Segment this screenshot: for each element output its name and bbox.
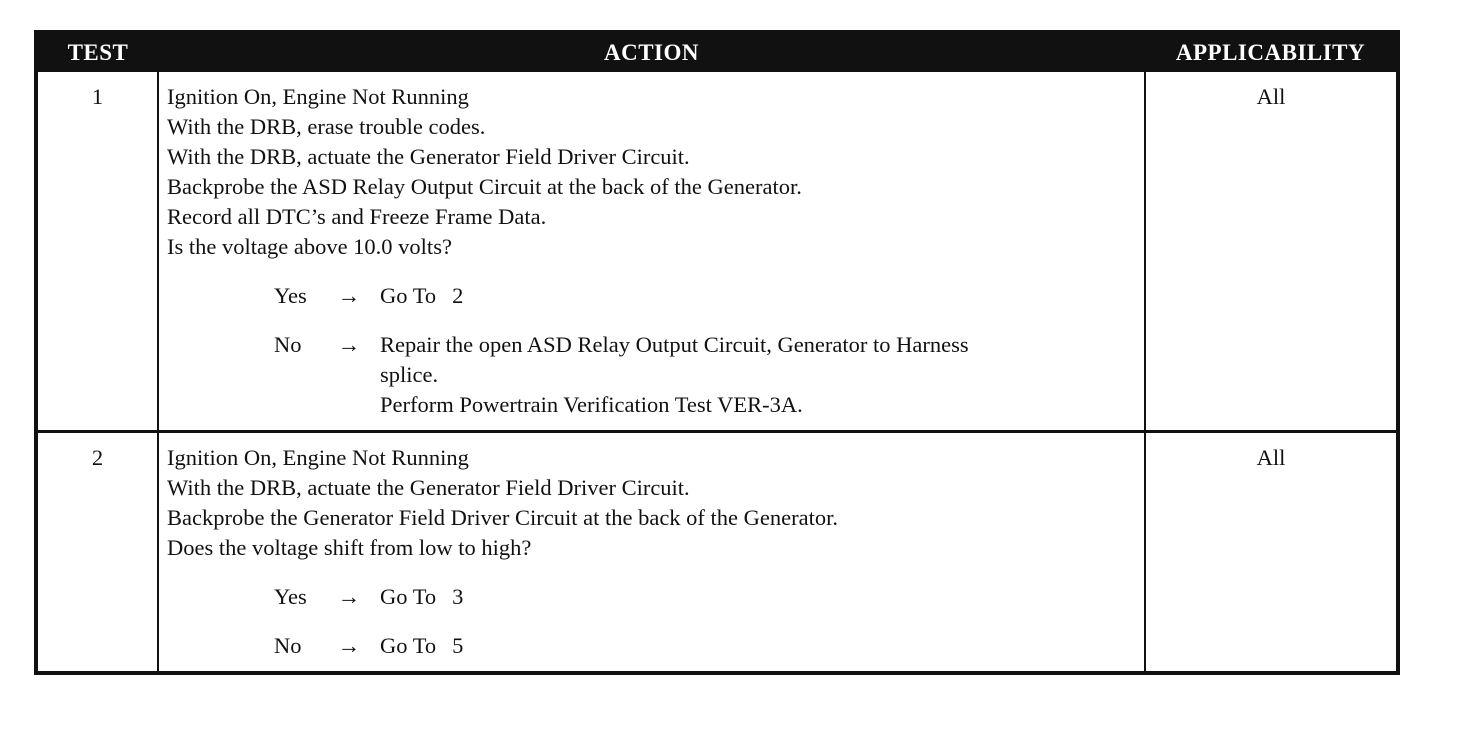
goto-test-number: 5 <box>452 633 464 658</box>
table-row-test-1: 1 Ignition On, Engine Not Running With t… <box>38 72 1396 433</box>
no-result: Go To 5 <box>380 631 1138 661</box>
no-label: No <box>274 332 302 357</box>
right-arrow-icon: → <box>337 332 361 357</box>
header-action: ACTION <box>158 34 1145 72</box>
action-cell: Ignition On, Engine Not Running With the… <box>158 72 1146 433</box>
applicability-value: All <box>1145 72 1396 433</box>
right-arrow-icon: → <box>337 633 361 658</box>
right-arrow-icon: → <box>337 283 361 308</box>
action-step: Record all DTC’s and Freeze Frame Data. <box>167 204 547 229</box>
no-label: No <box>274 633 302 658</box>
repair-instruction: splice. <box>380 362 439 387</box>
header-row: TEST ACTION APPLICABILITY <box>38 34 1396 72</box>
action-step: Ignition On, Engine Not Running <box>167 445 469 470</box>
yes-branch: Yes → Go To 2 <box>274 281 1138 311</box>
yes-result: Go To 2 <box>380 281 1138 311</box>
yes-label: Yes <box>274 584 307 609</box>
goto-test-number: 2 <box>452 283 464 308</box>
test-number: 1 <box>38 72 159 433</box>
action-cell: Ignition On, Engine Not Running With the… <box>158 431 1146 671</box>
action-question: Does the voltage shift from low to high? <box>167 535 532 560</box>
action-step: Backprobe the ASD Relay Output Circuit a… <box>167 174 802 199</box>
action-question: Is the voltage above 10.0 volts? <box>167 234 452 259</box>
yes-label: Yes <box>274 283 307 308</box>
action-step: Backprobe the Generator Field Driver Cir… <box>167 505 838 530</box>
action-step: With the DRB, erase trouble codes. <box>167 114 486 139</box>
repair-instruction: Repair the open ASD Relay Output Circuit… <box>380 332 969 357</box>
diagnostic-procedure-table: TEST ACTION APPLICABILITY 1 Ignition On,… <box>38 34 1396 671</box>
no-result: Repair the open ASD Relay Output Circuit… <box>380 330 1138 420</box>
no-branch: No → Go To 5 <box>274 631 1138 661</box>
action-step: With the DRB, actuate the Generator Fiel… <box>167 475 690 500</box>
yes-result: Go To 3 <box>380 582 1138 612</box>
goto-label: Go To <box>380 283 437 308</box>
table-row-test-2: 2 Ignition On, Engine Not Running With t… <box>38 431 1396 671</box>
goto-test-number: 3 <box>452 584 464 609</box>
goto-label: Go To <box>380 633 437 658</box>
no-branch: No → Repair the open ASD Relay Output Ci… <box>274 330 1138 420</box>
goto-label: Go To <box>380 584 437 609</box>
header-applicability: APPLICABILITY <box>1145 34 1396 72</box>
action-step: With the DRB, actuate the Generator Fiel… <box>167 144 690 169</box>
applicability-value: All <box>1256 445 1286 470</box>
procedure-table-frame: TEST ACTION APPLICABILITY 1 Ignition On,… <box>34 30 1400 675</box>
header-test: TEST <box>38 34 158 72</box>
yes-branch: Yes → Go To 3 <box>274 582 1138 612</box>
test-number: 2 <box>38 431 159 671</box>
action-step: Ignition On, Engine Not Running <box>167 84 469 109</box>
right-arrow-icon: → <box>337 584 361 609</box>
verification-instruction: Perform Powertrain Verification Test VER… <box>380 392 803 417</box>
